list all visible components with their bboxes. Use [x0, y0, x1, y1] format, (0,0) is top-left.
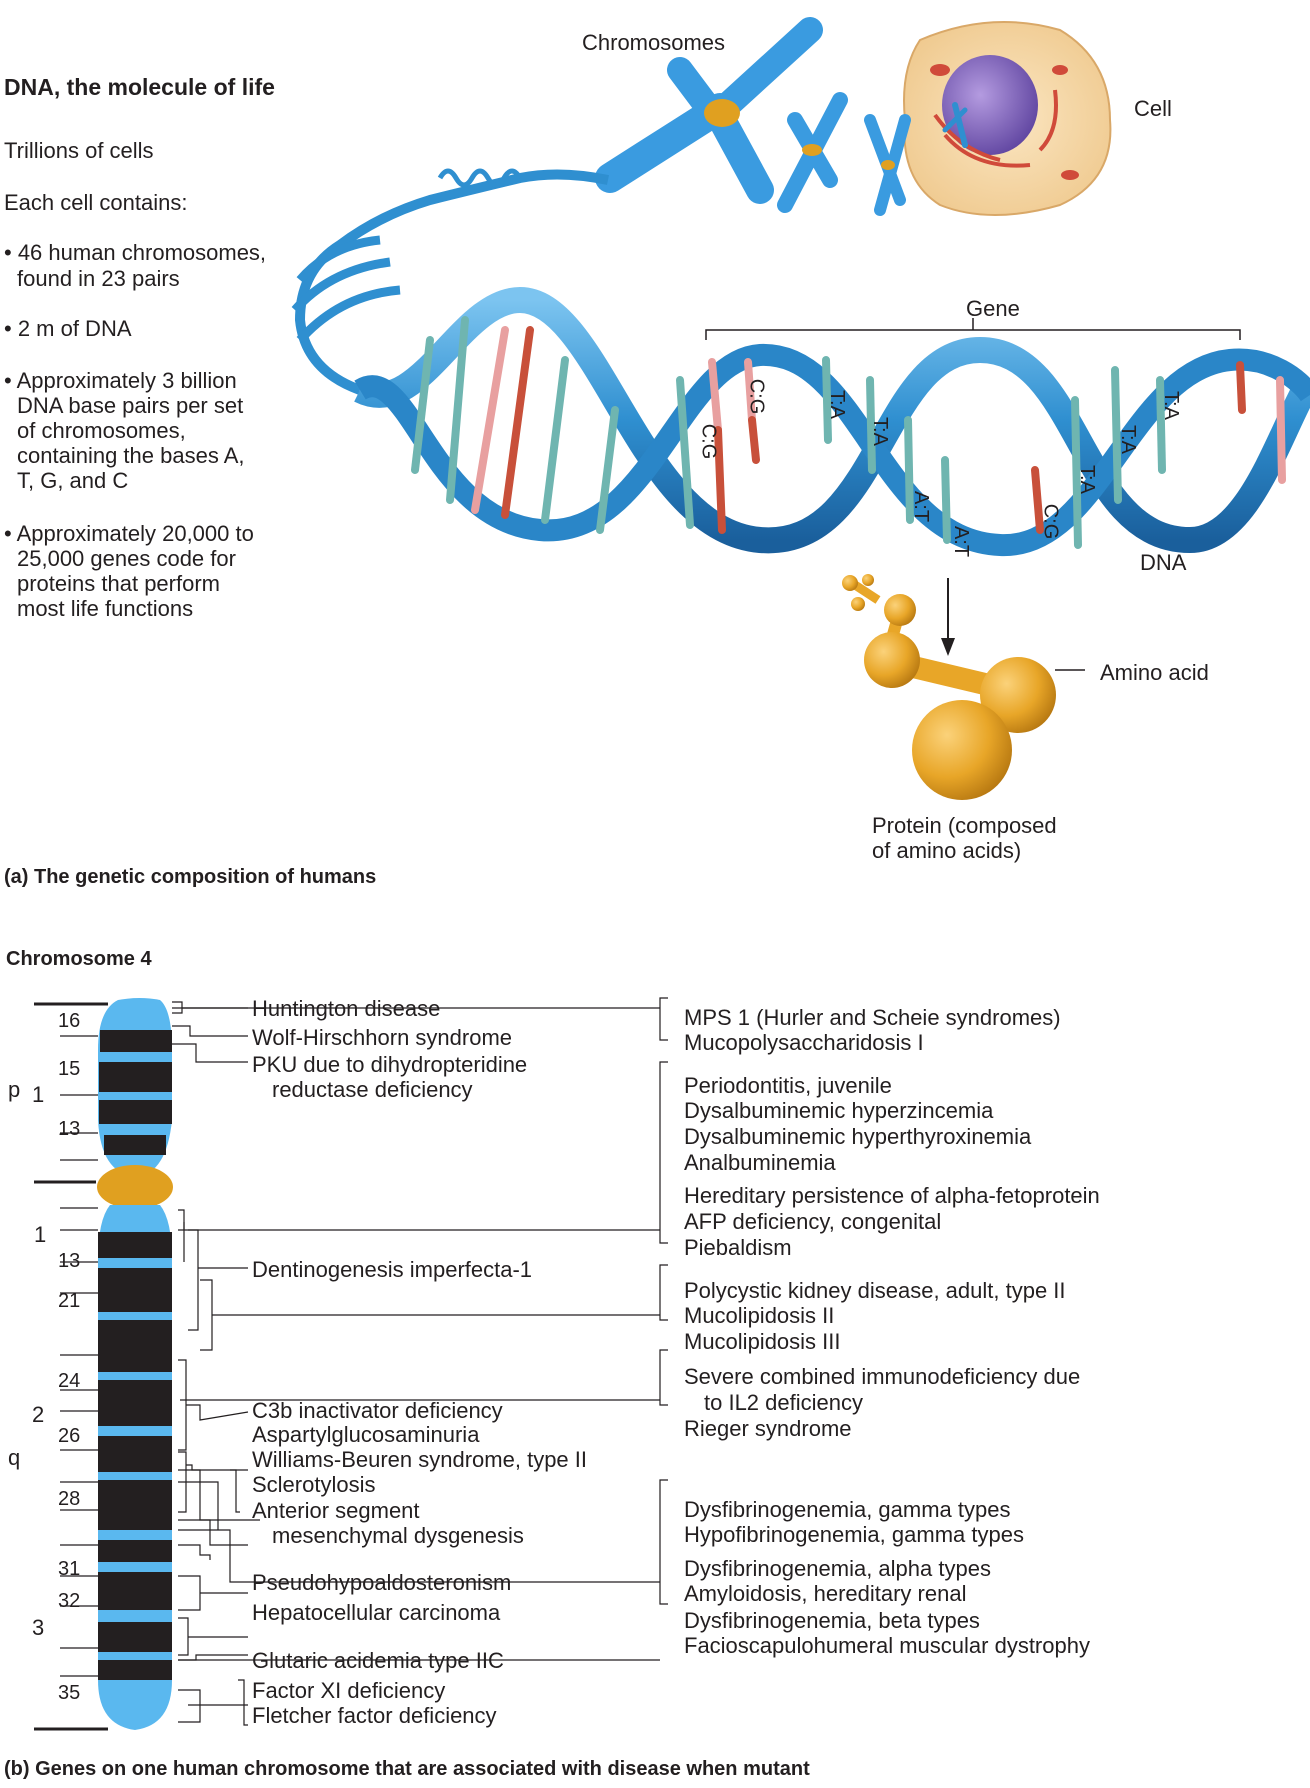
- disease-label-right: AFP deficiency, congenital: [684, 1209, 942, 1234]
- panel-a-title: DNA, the molecule of life: [4, 74, 275, 100]
- disease-label-right: Analbuminemia: [684, 1150, 836, 1175]
- disease-label-right: Polycystic kidney disease, adult, type I…: [684, 1278, 1066, 1303]
- region-label: 3: [32, 1615, 45, 1640]
- region-label: 1: [32, 1082, 45, 1107]
- protein-illustration: [842, 574, 1056, 800]
- disease-label-right: to IL2 deficiency: [704, 1390, 863, 1415]
- gene-label: Gene: [966, 296, 1020, 321]
- disease-label-left: reductase deficiency: [272, 1077, 473, 1102]
- disease-label-right: Mucopolysaccharidosis I: [684, 1030, 924, 1055]
- arm-q-label: q: [8, 1445, 21, 1470]
- disease-label-right: Dysalbuminemic hyperthyroxinemia: [684, 1124, 1032, 1149]
- band-label: 28: [58, 1488, 81, 1510]
- each-cell-text: Each cell contains:: [4, 190, 188, 215]
- bullet-genes-4: most life functions: [17, 596, 194, 621]
- disease-label-left: PKU due to dihydropteridine: [252, 1052, 528, 1077]
- band-label: 15: [58, 1058, 81, 1080]
- disease-label-left: Pseudohypoaldosteronism: [252, 1570, 512, 1595]
- chromosomes-label: Chromosomes: [582, 30, 726, 55]
- panel-a-caption: (a) The genetic composition of humans: [4, 866, 377, 888]
- gene-bracket: [705, 318, 1241, 340]
- bullet-base-pairs-2: DNA base pairs per set: [17, 393, 244, 418]
- disease-label-right: Dysfibrinogenemia, gamma types: [684, 1497, 1011, 1522]
- bullet-chromosomes-cont: found in 23 pairs: [17, 266, 180, 291]
- disease-label-right: Rieger syndrome: [684, 1416, 852, 1441]
- disease-label-left: mesenchymal dysgenesis: [272, 1523, 524, 1548]
- band-label: 13: [58, 1118, 81, 1140]
- disease-label-right: Dysfibrinogenemia, alpha types: [684, 1556, 991, 1581]
- disease-label-left: Aspartylglucosaminuria: [252, 1422, 480, 1447]
- disease-label-left: Williams-Beuren syndrome, type II: [252, 1447, 587, 1472]
- bullet-dna-length: • 2 m of DNA: [4, 316, 132, 341]
- disease-label-right: Mucolipidosis III: [684, 1329, 841, 1354]
- bullet-genes-3: proteins that perform: [17, 571, 220, 596]
- disease-label-right: Facioscapulohumeral muscular dystrophy: [684, 1633, 1090, 1658]
- disease-label-right: Amyloidosis, hereditary renal: [684, 1581, 967, 1606]
- dna-double-helix: [354, 286, 1310, 557]
- disease-label-left: C3b inactivator deficiency: [252, 1398, 503, 1423]
- disease-label-left: Factor XI deficiency: [252, 1678, 446, 1703]
- region-label: 2: [32, 1402, 45, 1427]
- disease-label-left: Fletcher factor deficiency: [252, 1703, 497, 1728]
- band-label: 35: [58, 1682, 81, 1704]
- cell-illustration: [903, 21, 1112, 216]
- disease-label-left: Hepatocellular carcinoma: [252, 1600, 501, 1625]
- bullet-genes: • Approximately 20,000 to: [4, 521, 254, 546]
- chromosome-illustration: [595, 17, 911, 216]
- band-label: 13: [58, 1250, 81, 1272]
- band-label: 31: [58, 1558, 81, 1580]
- band-label: 16: [58, 1010, 81, 1032]
- band-label: 32: [58, 1590, 81, 1612]
- disease-label-left: Glutaric acidemia type IIC: [252, 1648, 504, 1673]
- panel-b-caption: (b) Genes on one human chromosome that a…: [4, 1758, 810, 1780]
- disease-label-right: Mucolipidosis II: [684, 1303, 835, 1328]
- cell-label: Cell: [1134, 96, 1172, 121]
- arm-p-label: p: [8, 1077, 21, 1102]
- disease-label-right: Hypofibrinogenemia, gamma types: [684, 1522, 1024, 1547]
- disease-label-right: Dysfibrinogenemia, beta types: [684, 1608, 980, 1633]
- bullet-base-pairs-3: of chromosomes,: [17, 418, 186, 443]
- disease-label-left: Anterior segment: [252, 1498, 420, 1523]
- band-label: 26: [58, 1425, 81, 1447]
- disease-label-right: Periodontitis, juvenile: [684, 1073, 892, 1098]
- panel-b-title: Chromosome 4: [6, 948, 152, 970]
- bullet-base-pairs-4: containing the bases A,: [17, 443, 245, 468]
- trillions-text: Trillions of cells: [4, 138, 154, 163]
- disease-label-left: Sclerotylosis: [252, 1472, 376, 1497]
- disease-label-right: Dysalbuminemic hyperzincemia: [684, 1098, 994, 1123]
- bullet-chromosomes: • 46 human chromosomes,: [4, 240, 267, 265]
- chromosome-4-ideogram: [97, 998, 173, 1730]
- bullet-base-pairs: • Approximately 3 billion: [4, 368, 237, 393]
- disease-label-right: Hereditary persistence of alpha-fetoprot…: [684, 1183, 1100, 1208]
- disease-label-right: Severe combined immunodeficiency due: [684, 1364, 1081, 1389]
- region-label: 1: [34, 1222, 47, 1247]
- disease-label-left: Huntington disease: [252, 996, 441, 1021]
- bullet-base-pairs-5: T, G, and C: [17, 468, 129, 493]
- protein-label: Protein (composed: [872, 813, 1057, 838]
- band-label: 24: [58, 1370, 81, 1392]
- disease-label-right: Piebaldism: [684, 1235, 792, 1260]
- amino-acid-label: Amino acid: [1100, 660, 1209, 685]
- dna-label: DNA: [1140, 550, 1187, 575]
- disease-label-right: MPS 1 (Hurler and Scheie syndromes): [684, 1005, 1061, 1030]
- bullet-genes-2: 25,000 genes code for: [17, 546, 236, 571]
- band-label: 21: [58, 1290, 81, 1312]
- disease-label-left: Dentinogenesis imperfecta-1: [252, 1257, 533, 1282]
- protein-label-2: of amino acids): [872, 838, 1022, 863]
- disease-label-left: Wolf-Hirschhorn syndrome: [252, 1025, 513, 1050]
